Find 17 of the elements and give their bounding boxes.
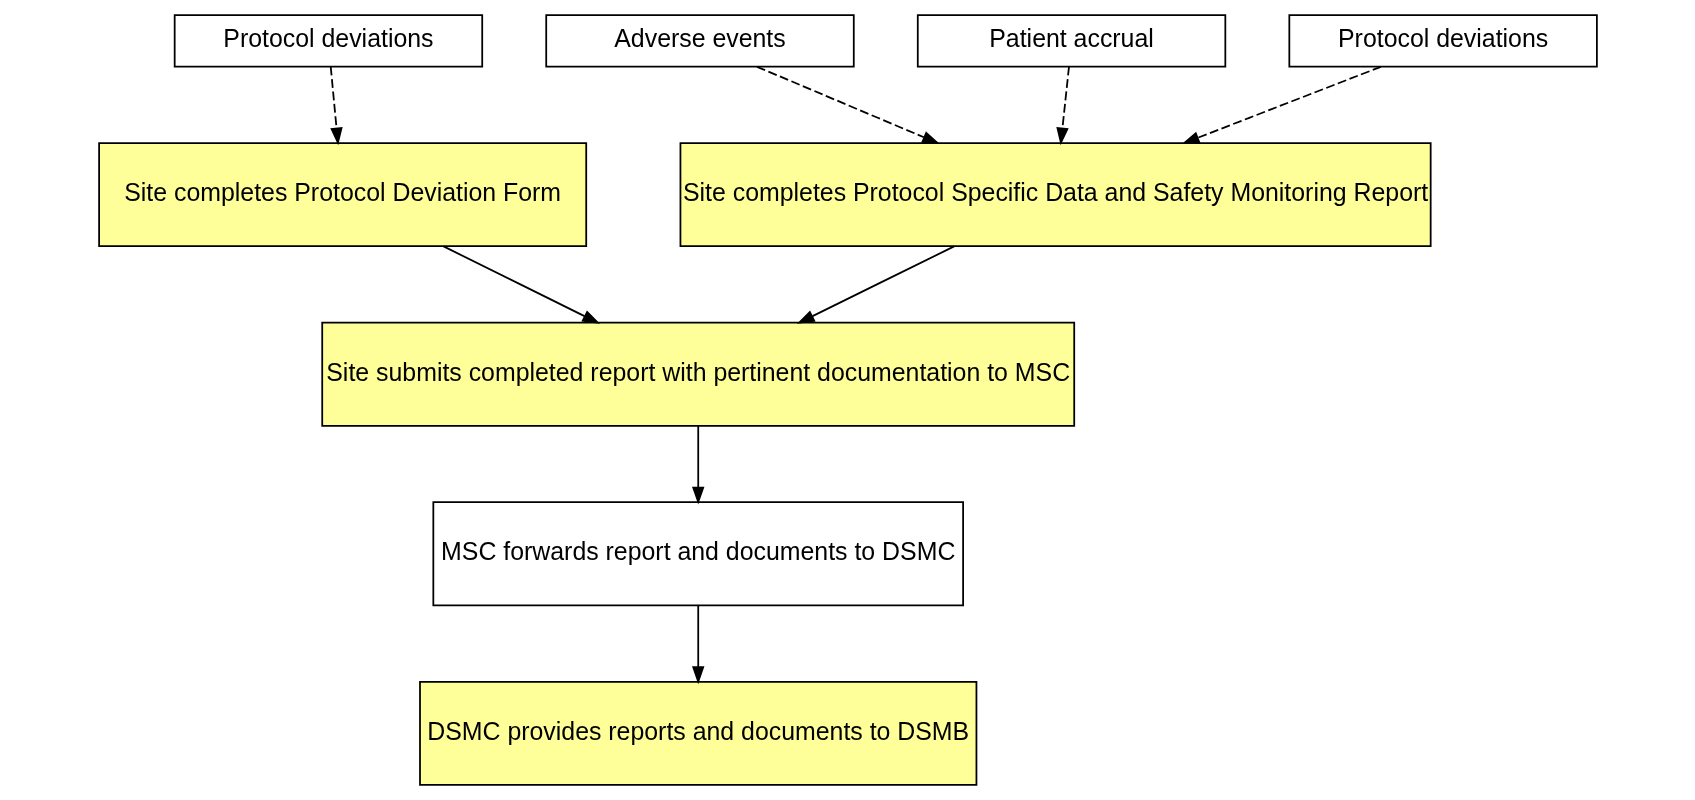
arrow: [796, 245, 955, 324]
node-box: MSC forwards report and documents to DSMC: [431, 501, 964, 607]
node-box: Site completes Protocol Deviation Form: [97, 142, 587, 248]
node-box: Adverse events: [544, 14, 855, 68]
node-box: Patient accrual: [916, 14, 1226, 68]
arrow: [442, 245, 600, 324]
node-box: Protocol deviations: [1287, 14, 1598, 68]
arrow: [1181, 65, 1382, 144]
arrow: [691, 604, 704, 685]
arrow: [691, 425, 704, 505]
node-box: Protocol deviations: [173, 14, 483, 68]
node-box: Site completes Protocol Specific Data and Safety Monitoring Report: [679, 142, 1432, 248]
arrow: [1055, 65, 1070, 146]
node-box: DSMC provides reports and documents to DSMB: [418, 680, 977, 786]
arrow: [329, 65, 343, 146]
node-box: Site submits completed report with pertinent documentation to MSC: [320, 321, 1075, 427]
arrow: [755, 65, 940, 145]
